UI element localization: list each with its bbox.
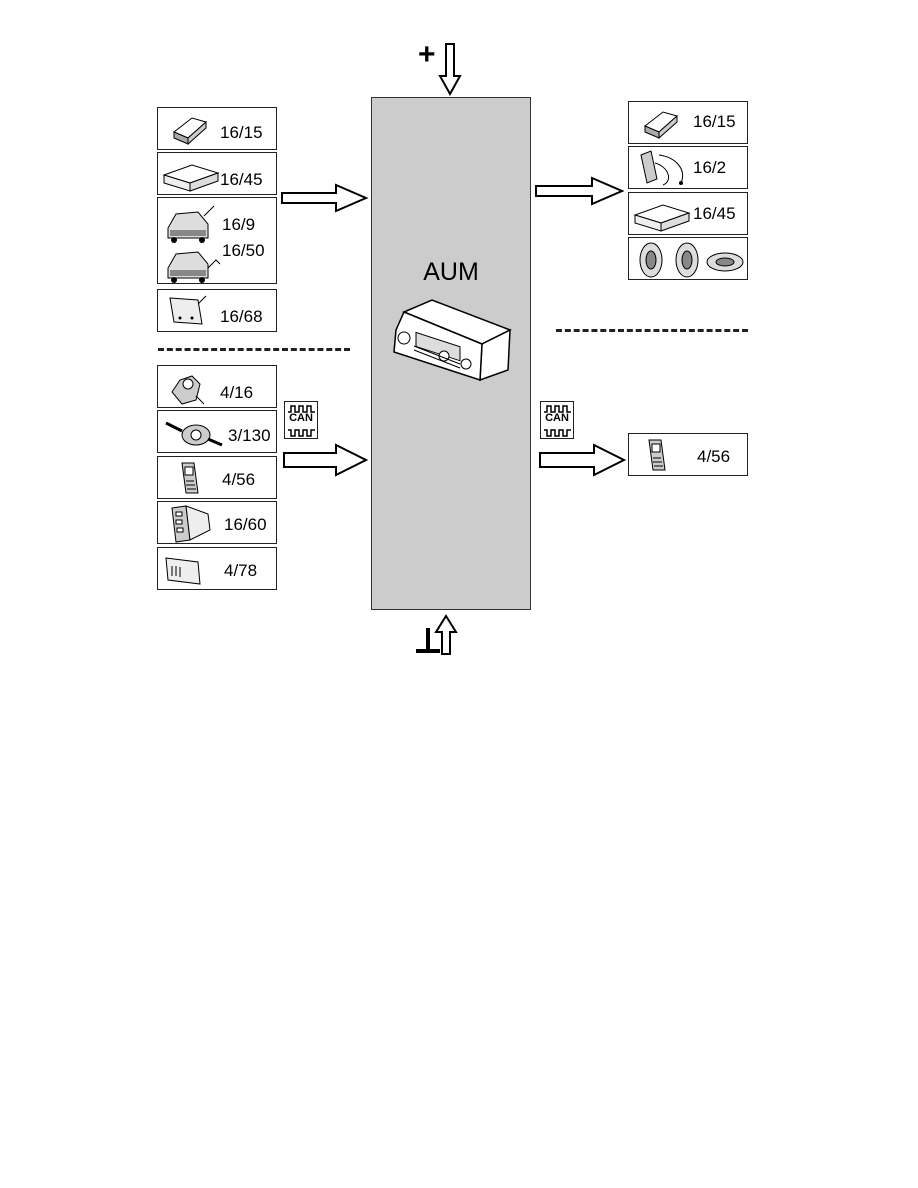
speakers-icon bbox=[639, 242, 744, 278]
component-label: 16/15 bbox=[220, 123, 263, 142]
input-steering-module: 3/130 bbox=[157, 410, 277, 453]
output-arrow-can bbox=[539, 443, 627, 477]
module-icon bbox=[169, 295, 207, 325]
cd-changer-icon bbox=[173, 117, 208, 146]
can-bus-badge-left: CAN bbox=[284, 401, 318, 439]
input-control-module-4-56: 4/56 bbox=[157, 456, 277, 499]
output-control-module-4-56: 4/56 bbox=[628, 433, 748, 476]
separator-left bbox=[158, 348, 350, 351]
cd-changer-icon bbox=[644, 111, 679, 140]
antenna-icon bbox=[640, 150, 683, 186]
component-label: 16/50 bbox=[222, 241, 265, 260]
input-arrow-top bbox=[281, 183, 369, 213]
can-bus-icon bbox=[544, 405, 571, 437]
can-bus-icon bbox=[288, 405, 315, 437]
steering-column-module-icon bbox=[165, 421, 223, 447]
module-icon bbox=[165, 557, 201, 585]
component-label: 3/130 bbox=[228, 426, 271, 445]
separator-right bbox=[556, 329, 748, 332]
can-label: CAN bbox=[545, 412, 569, 424]
component-label: 16/68 bbox=[220, 307, 263, 326]
navigation-unit-icon bbox=[633, 204, 691, 232]
control-module-icon bbox=[648, 439, 666, 471]
output-navigation-unit: 16/45 bbox=[628, 192, 748, 235]
component-label: 16/60 bbox=[224, 515, 267, 534]
component-label: 4/56 bbox=[697, 447, 731, 466]
input-connector-16-60: 16/60 bbox=[157, 501, 277, 544]
aum-title: AUM bbox=[423, 258, 479, 286]
component-label: 4/16 bbox=[220, 383, 254, 402]
plus-symbol: + bbox=[418, 38, 436, 71]
radio-unit-icon bbox=[393, 299, 512, 382]
component-label: 16/45 bbox=[693, 204, 736, 223]
switch-icon bbox=[171, 375, 205, 405]
output-speakers bbox=[628, 237, 748, 280]
component-label: 4/56 bbox=[222, 470, 256, 489]
input-module-4-78: 4/78 bbox=[157, 547, 277, 590]
output-antenna: 16/2 bbox=[628, 146, 748, 189]
down-arrow-icon bbox=[438, 43, 462, 97]
power-supply: + bbox=[416, 38, 466, 97]
component-label: 4/78 bbox=[224, 561, 258, 580]
component-label: 16/9 bbox=[222, 215, 256, 234]
connector-icon bbox=[171, 505, 211, 543]
can-bus-badge-right: CAN bbox=[540, 401, 574, 439]
output-cd-changer: 16/15 bbox=[628, 101, 748, 144]
ground-arrow-icon bbox=[416, 614, 458, 655]
input-cd-changer: 16/15 bbox=[157, 107, 277, 150]
can-label: CAN bbox=[289, 412, 313, 424]
input-vehicle-sensors: 16/9 16/50 bbox=[157, 197, 277, 284]
input-arrow-can bbox=[283, 443, 369, 477]
input-switch-4-16: 4/16 bbox=[157, 365, 277, 408]
input-module-16-68: 16/68 bbox=[157, 289, 277, 332]
component-label: 16/2 bbox=[693, 158, 727, 177]
car-front-icon bbox=[167, 205, 221, 283]
component-label: 16/45 bbox=[220, 170, 263, 189]
ground-connection: ⊥ bbox=[412, 612, 462, 656]
aum-module: AUM bbox=[371, 97, 531, 610]
input-navigation-unit: 16/45 bbox=[157, 152, 277, 195]
navigation-unit-icon bbox=[162, 164, 220, 192]
component-label: 16/15 bbox=[693, 112, 736, 131]
control-module-icon bbox=[181, 462, 199, 494]
output-arrow-top bbox=[535, 176, 624, 206]
